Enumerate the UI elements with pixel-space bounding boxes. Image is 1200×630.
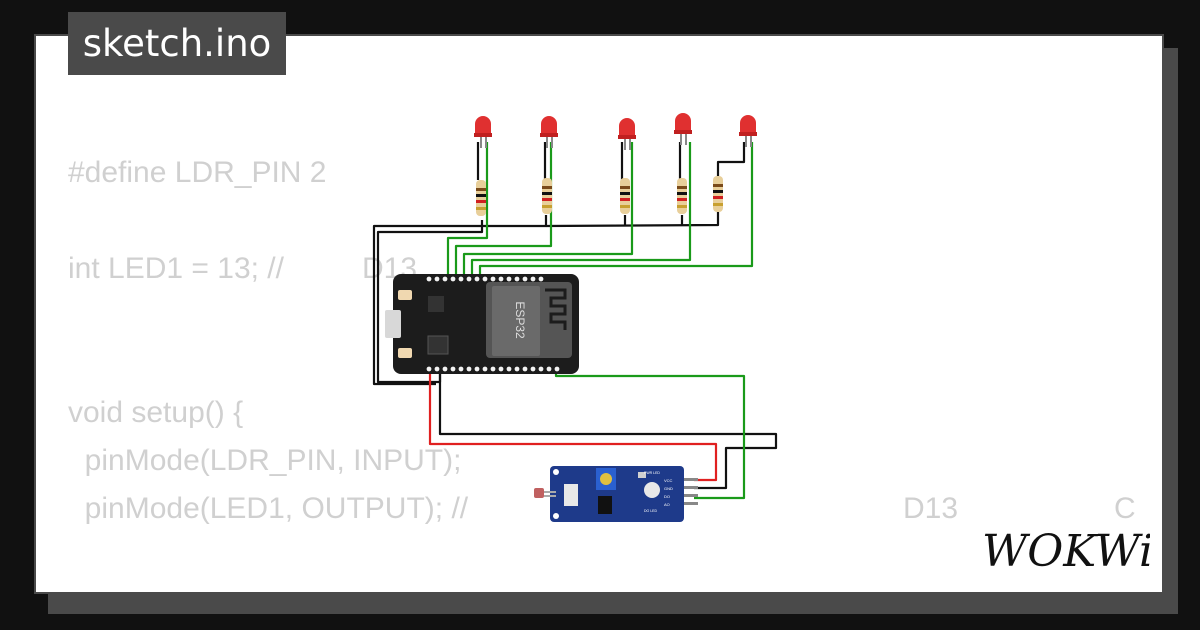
wire-black <box>372 215 548 386</box>
resistor <box>542 178 552 214</box>
code-line: int LED1 = 13; // <box>68 252 284 285</box>
svg-text:DO: DO <box>664 494 670 499</box>
wire-green <box>462 142 634 276</box>
sketch-title-tab[interactable]: sketch.ino <box>68 12 286 75</box>
chip-label: ESP32 <box>513 301 527 339</box>
wire-black <box>545 210 720 228</box>
wokwi-logo-text: WOKWi <box>982 526 1150 576</box>
code-background: #define LDR_PIN 2 int LED1 = 13; // void… <box>68 150 468 525</box>
code-line: #define LDR_PIN 2 <box>68 156 327 189</box>
svg-text:VCC: VCC <box>664 478 673 483</box>
wire-green <box>478 142 754 276</box>
led-row <box>474 113 757 150</box>
ldr-sensor-module: VCC GND DO AO PWR LED DO LED <box>534 466 698 522</box>
svg-text:PWR LED: PWR LED <box>644 471 660 475</box>
led <box>674 113 692 145</box>
resistor <box>476 180 486 216</box>
wire-black <box>716 142 746 180</box>
svg-text:DO LED: DO LED <box>644 509 658 513</box>
wire-green <box>554 372 746 500</box>
code-line: pinMode(LED1, OUTPUT); // <box>68 492 469 525</box>
wire-green <box>454 142 553 276</box>
led <box>474 116 492 148</box>
code-comment-fragment: C <box>1114 492 1136 525</box>
led <box>540 116 558 148</box>
code-line: void setup() { <box>68 396 244 429</box>
esp32-board: ESP32 <box>385 274 579 374</box>
resistor <box>713 176 723 212</box>
wokwi-logo[interactable]: WOKWi <box>978 524 1150 576</box>
code-line: pinMode(LDR_PIN, INPUT); <box>68 444 462 477</box>
code-comment-pin: D13 <box>903 492 959 525</box>
wire-green <box>446 142 489 276</box>
wire-black <box>438 372 778 490</box>
resistor <box>620 178 630 214</box>
resistor <box>677 178 687 214</box>
svg-text:GND: GND <box>664 486 673 491</box>
svg-text:AO: AO <box>664 502 670 507</box>
led <box>618 118 636 150</box>
led <box>739 115 757 147</box>
wire-green <box>470 142 692 276</box>
resistor-row <box>476 176 723 216</box>
wire-red <box>428 372 718 482</box>
